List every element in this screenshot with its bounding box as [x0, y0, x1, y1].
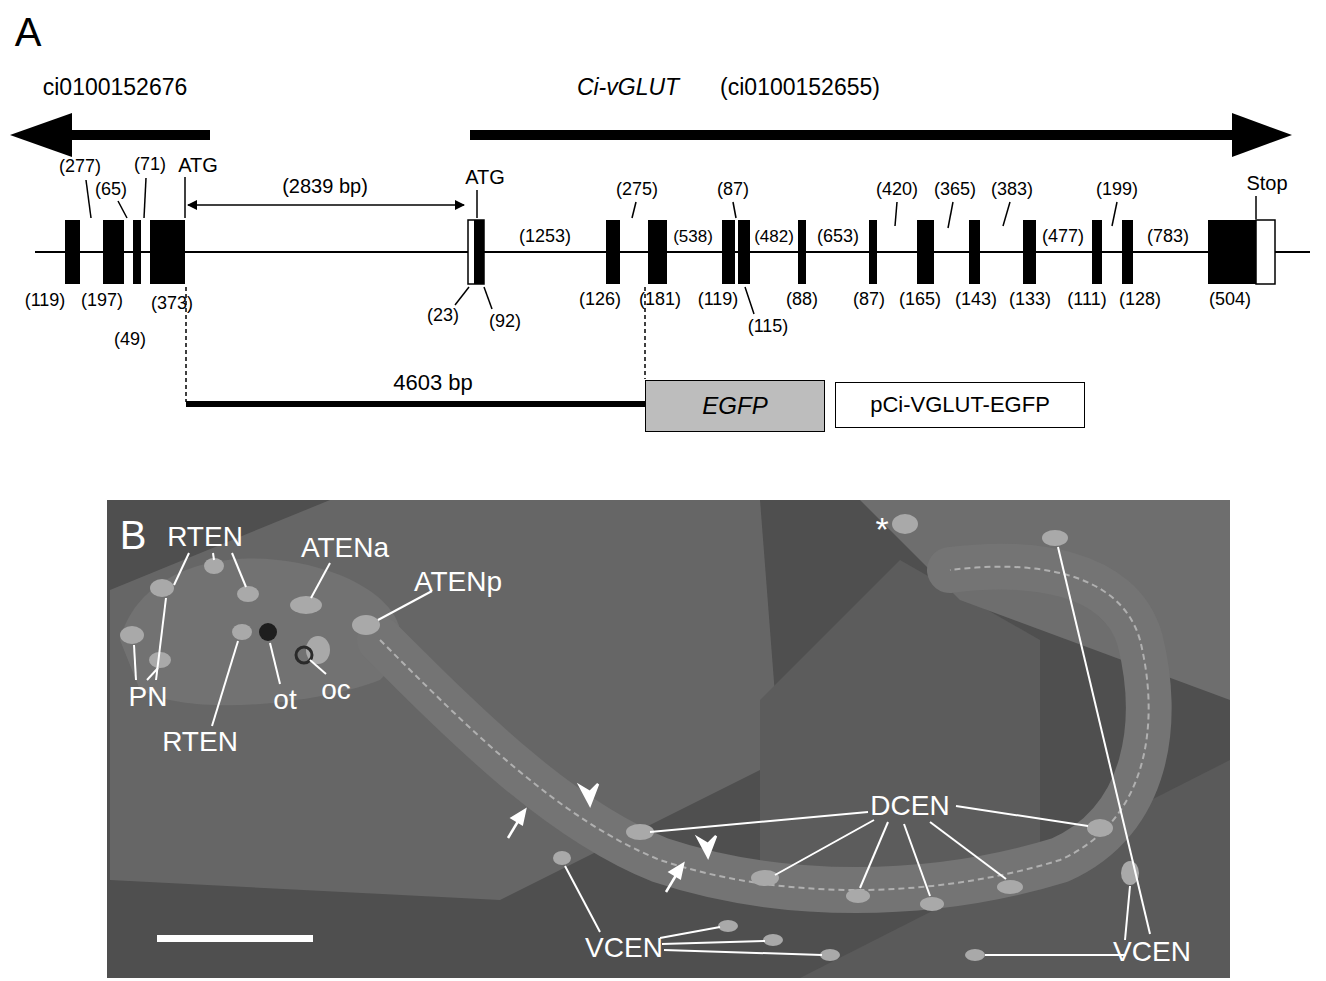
gene-label: ATG: [465, 166, 505, 188]
cell-label: *: [875, 511, 888, 548]
gene-label: (373): [151, 294, 193, 314]
construct-box: pCi-VGLUT-EGFP: [835, 382, 1085, 428]
gene-label: (49): [114, 330, 146, 350]
gene-label: (482): [752, 228, 796, 247]
box-text: pCi-VGLUT-EGFP: [870, 392, 1050, 418]
gene-label: (420): [876, 180, 918, 200]
gene-label: (783): [1145, 227, 1191, 247]
cell-label: RTEN: [167, 522, 243, 553]
micrograph: [107, 500, 1230, 978]
cell-label: RTEN: [162, 727, 238, 758]
gene-arrow: [10, 113, 1292, 157]
gene-label: (504): [1209, 290, 1251, 310]
genomic-line: [35, 251, 1310, 253]
leader-lines: [86, 177, 1256, 314]
gene-label: (23): [427, 306, 459, 326]
gene-label: (71): [134, 155, 166, 175]
gene-label: (111): [1067, 290, 1106, 310]
gene-label: (277): [59, 157, 101, 177]
construct-lines: [186, 287, 645, 404]
gene-label: (1253): [517, 227, 573, 247]
gene-label: Stop: [1246, 172, 1287, 194]
gene-label: (165): [899, 290, 941, 310]
gene-label: (199): [1096, 180, 1138, 200]
gene-label: (275): [616, 180, 658, 200]
gene-label: (365): [934, 180, 976, 200]
gene-label: (87): [717, 180, 749, 200]
gene-label: (92): [489, 312, 521, 332]
gene-label: (383): [991, 180, 1033, 200]
cell-label: PN: [129, 682, 168, 713]
cell-label: ATENa: [301, 533, 389, 564]
panel-letter: B: [120, 513, 147, 557]
gene-label: (538): [671, 228, 715, 247]
exon-blocks: [65, 220, 1275, 284]
gene-label: (119): [25, 291, 66, 311]
cell-label: ATENp: [414, 567, 502, 598]
gene-label: (197): [81, 291, 123, 311]
gene-label: (133): [1009, 290, 1051, 310]
gene-label: ATG: [178, 154, 218, 176]
gene-box: EGFP: [645, 380, 825, 432]
panel-letter: A: [15, 10, 42, 54]
gene-label: (477): [1040, 227, 1086, 247]
gene-label: (2839 bp): [282, 175, 368, 197]
cell-label: DCEN: [870, 791, 949, 822]
gene-label: Ci-vGLUT: [577, 75, 679, 100]
cell-label: oc: [321, 675, 351, 706]
gene-label: (87): [853, 290, 885, 310]
distance-arrow: [188, 204, 464, 206]
gene-label: ci0100152676: [43, 75, 188, 100]
gene-label: (119): [698, 290, 739, 310]
gene-label: (ci0100152655): [720, 75, 880, 100]
gene-label: (181): [639, 290, 681, 310]
box-text: EGFP: [702, 392, 767, 420]
gene-label: 4603 bp: [393, 371, 473, 395]
cell-label: VCEN: [1113, 937, 1191, 968]
gene-label: (128): [1119, 290, 1161, 310]
gene-label: (126): [579, 290, 621, 310]
gene-label: (88): [786, 290, 818, 310]
cell-label: ot: [273, 685, 296, 716]
cell-label: VCEN: [585, 933, 663, 964]
gene-label: (65): [95, 180, 127, 200]
gene-label: (653): [815, 227, 861, 247]
gene-label: (143): [955, 290, 997, 310]
gene-label: (115): [748, 317, 789, 337]
